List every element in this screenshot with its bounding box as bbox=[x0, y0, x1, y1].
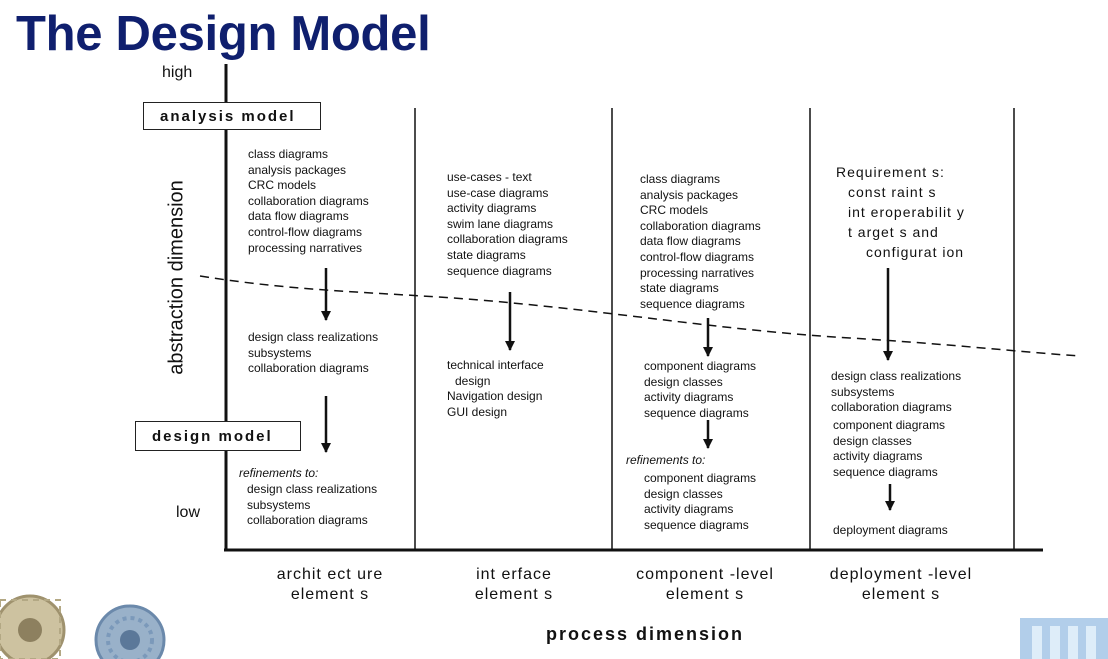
column-label-line: element s bbox=[861, 586, 941, 603]
column-label-interface: int erface element s bbox=[436, 565, 592, 605]
list-item: GUI design bbox=[447, 404, 508, 419]
list-item: activity diagrams bbox=[644, 390, 734, 405]
interface-analysis-list: use-cases - text use-case diagrams activ… bbox=[447, 170, 568, 279]
column-label-deployment: deployment -level element s bbox=[810, 565, 992, 605]
list-item: processing narratives bbox=[640, 265, 755, 280]
list-item: sequence diagrams bbox=[644, 405, 749, 420]
list-item: design classes bbox=[833, 433, 912, 448]
gear-icon bbox=[0, 594, 66, 659]
list-item: design bbox=[455, 373, 491, 388]
list-item: swim lane diagrams bbox=[447, 216, 554, 231]
architecture-analysis-list: class diagrams analysis packages CRC mod… bbox=[248, 147, 369, 256]
list-item: collaboration diagrams bbox=[248, 361, 369, 376]
high-label: high bbox=[162, 64, 193, 81]
list-item: design class realizations bbox=[831, 369, 962, 383]
component-refinements-label: refinements to: bbox=[626, 453, 706, 467]
list-item: analysis packages bbox=[248, 162, 347, 177]
list-item: collaboration diagrams bbox=[248, 193, 369, 208]
list-item: t arget s and bbox=[848, 224, 939, 240]
list-item: state diagrams bbox=[640, 281, 719, 296]
list-item: control-flow diagrams bbox=[640, 249, 755, 264]
list-item: CRC models bbox=[248, 178, 317, 193]
architecture-refinements-label: refinements to: bbox=[239, 466, 319, 480]
column-label-line: element s bbox=[474, 586, 554, 603]
list-item: design classes bbox=[644, 486, 723, 501]
list-item: collaboration diagrams bbox=[640, 218, 761, 233]
list-item: component diagrams bbox=[833, 418, 946, 432]
list-item: collaboration diagrams bbox=[831, 400, 952, 415]
list-item: CRC models bbox=[640, 203, 709, 218]
design-model-box: design model bbox=[135, 421, 301, 451]
list-item: design classes bbox=[644, 374, 723, 389]
list-item: data flow diagrams bbox=[248, 209, 349, 224]
architecture-design-list: design class realizations subsystems col… bbox=[248, 330, 378, 377]
low-label: low bbox=[176, 504, 201, 521]
list-item: use-cases - text bbox=[447, 170, 532, 184]
page-title: The Design Model bbox=[16, 7, 431, 61]
list-item: analysis packages bbox=[640, 187, 739, 202]
list-item: class diagrams bbox=[248, 147, 329, 161]
column-label-line: int erface bbox=[476, 566, 552, 583]
list-item: sequence diagrams bbox=[644, 517, 749, 532]
list-item: Navigation design bbox=[447, 389, 543, 404]
list-item: subsystems bbox=[247, 497, 311, 512]
list-item: subsystems bbox=[248, 345, 312, 360]
abstraction-dimension-label: abstraction dimension bbox=[165, 180, 188, 375]
column-label-line: deployment -level bbox=[829, 566, 973, 583]
deployment-final: deployment diagrams bbox=[833, 523, 948, 537]
component-analysis-list: class diagrams analysis packages CRC mod… bbox=[640, 172, 761, 312]
list-item: activity diagrams bbox=[644, 502, 734, 517]
list-item: design class realizations bbox=[248, 330, 379, 344]
building-icon bbox=[1020, 618, 1108, 659]
list-item: sequence diagrams bbox=[447, 263, 552, 278]
list-item: Requirement s: bbox=[836, 164, 945, 180]
column-label-component: component -level element s bbox=[614, 565, 796, 605]
list-item: technical interface bbox=[447, 358, 544, 372]
list-item: use-case diagrams bbox=[447, 185, 549, 200]
list-item: configurat ion bbox=[866, 244, 965, 260]
interface-design-list: technical interface design Navigation de… bbox=[447, 358, 544, 420]
list-item: component diagrams bbox=[644, 471, 757, 485]
analysis-design-boundary bbox=[199, 275, 1081, 357]
component-refinements-list: component diagrams design classes activi… bbox=[644, 471, 756, 533]
architecture-refinements-list: design class realizations subsystems col… bbox=[247, 482, 377, 529]
list-item: collaboration diagrams bbox=[247, 513, 368, 528]
gear-icon bbox=[94, 604, 166, 659]
list-item: sequence diagrams bbox=[833, 464, 938, 479]
list-item: collaboration diagrams bbox=[447, 232, 568, 247]
list-item: processing narratives bbox=[248, 240, 363, 255]
column-label-line: element s bbox=[290, 586, 370, 603]
list-item: activity diagrams bbox=[833, 449, 923, 464]
deployment-requirements: Requirement s: const raint s int eropera… bbox=[836, 162, 965, 262]
list-item: control-flow diagrams bbox=[248, 224, 363, 239]
list-item: sequence diagrams bbox=[640, 296, 745, 311]
list-item: data flow diagrams bbox=[640, 234, 741, 249]
deployment-design-list: design class realizations subsystems col… bbox=[831, 369, 961, 416]
list-item: component diagrams bbox=[644, 359, 757, 373]
column-label-line: component -level bbox=[636, 566, 774, 583]
column-label-line: archit ect ure bbox=[276, 566, 384, 583]
column-label-line: element s bbox=[665, 586, 745, 603]
list-item: int eroperabilit y bbox=[848, 204, 965, 220]
deployment-design2-list: component diagrams design classes activi… bbox=[833, 418, 945, 480]
list-item: class diagrams bbox=[640, 172, 721, 186]
column-label-architecture: archit ect ure element s bbox=[250, 565, 410, 605]
list-item: state diagrams bbox=[447, 247, 526, 262]
component-design-list: component diagrams design classes activi… bbox=[644, 359, 756, 421]
list-item: activity diagrams bbox=[447, 201, 537, 216]
analysis-model-box: analysis model bbox=[143, 102, 321, 130]
list-item: const raint s bbox=[848, 184, 937, 200]
list-item: design class realizations bbox=[247, 482, 378, 496]
process-dimension-label: process dimension bbox=[545, 624, 745, 644]
list-item: subsystems bbox=[831, 384, 895, 399]
